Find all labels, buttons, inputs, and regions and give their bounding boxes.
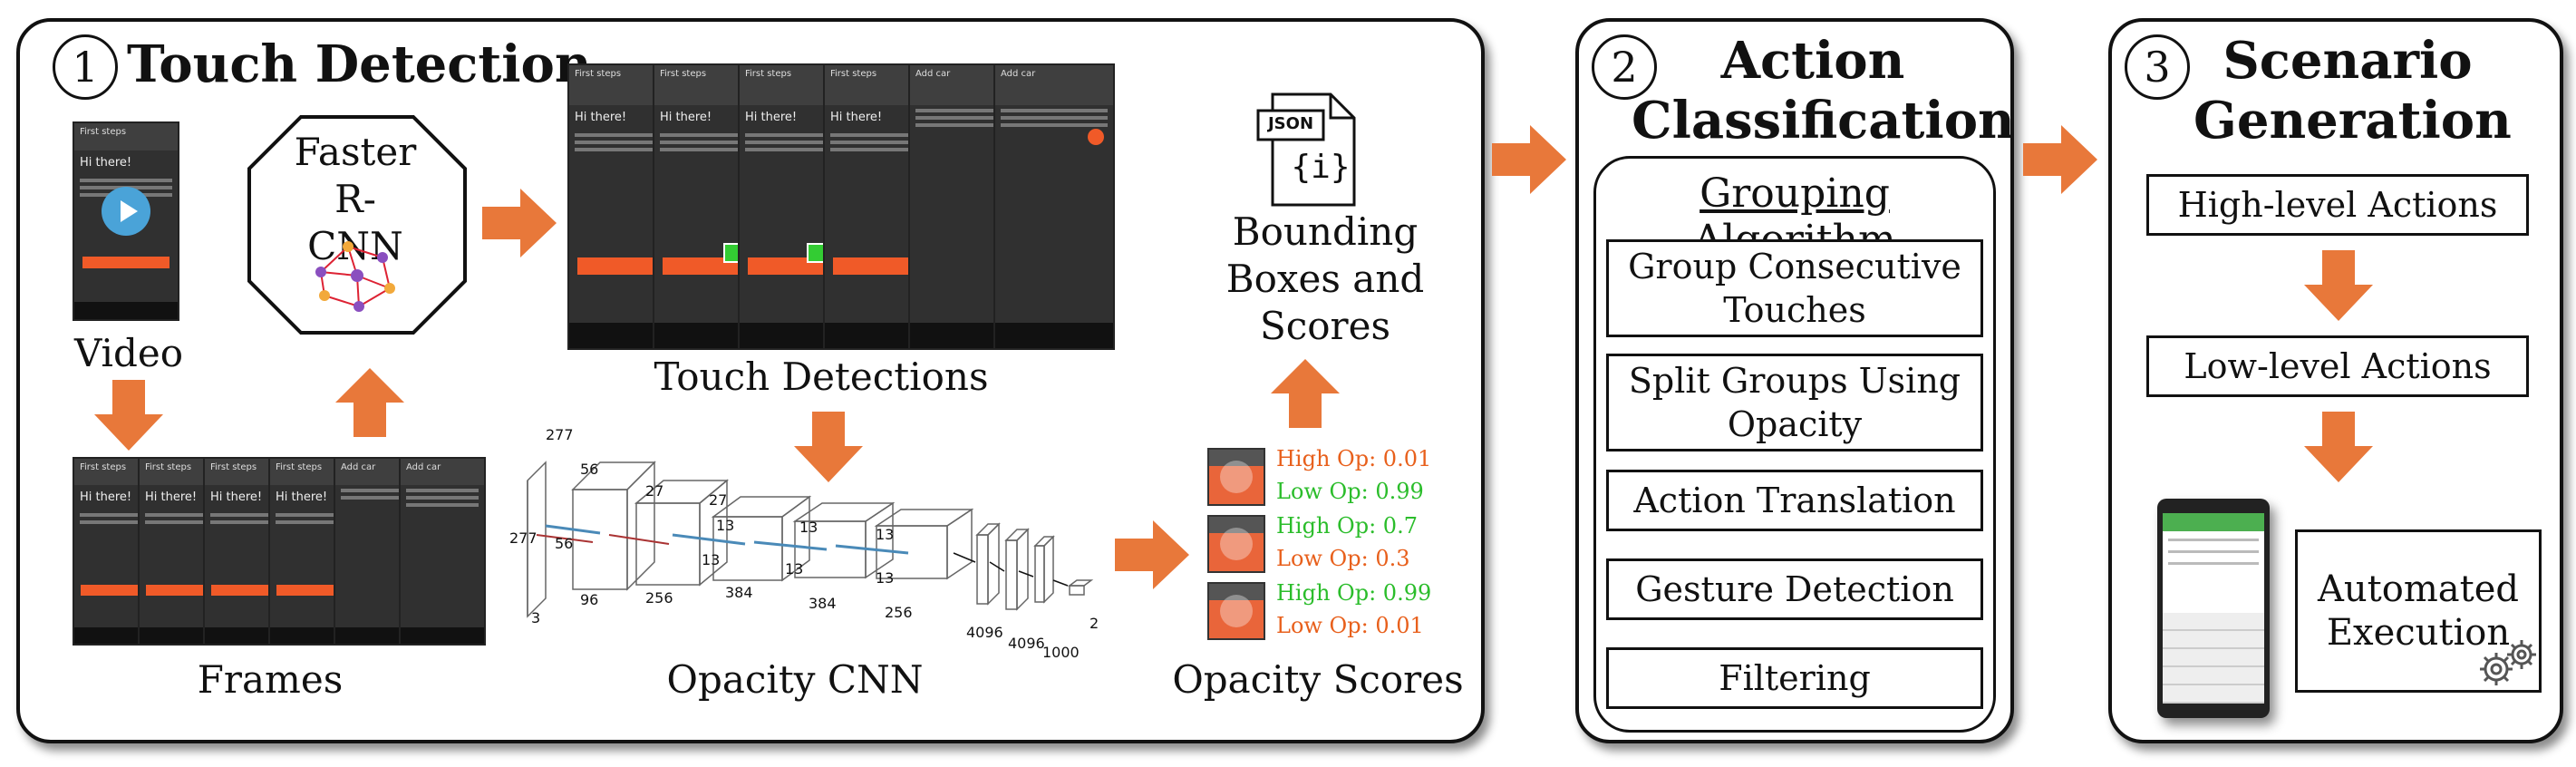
frames-label: Frames [197, 657, 344, 702]
android-device [2157, 499, 2270, 718]
step-gesture-detection: Gesture Detection [1606, 558, 1983, 620]
step-action-translation: Action Translation [1606, 470, 1983, 531]
neural-network-icon [315, 241, 395, 312]
step-number-1: 1 [53, 34, 118, 100]
action-classification-panel: 2 Action Classification Grouping Algorit… [1575, 18, 2015, 743]
video-phone-screenshot: First steps Hi there! [73, 121, 179, 321]
arrow-down-icon [794, 412, 863, 482]
faster-rcnn-label: Faster R-CNN [294, 130, 417, 268]
gears-icon [2480, 640, 2536, 685]
high-opacity-score: High Op: 0.01 [1276, 446, 1432, 471]
high-opacity-score: High Op: 0.7 [1276, 513, 1418, 539]
panel-title-touch-detection: Touch Detection [127, 34, 592, 94]
step-number-3: 3 [2125, 34, 2190, 100]
video-label: Video [73, 331, 184, 375]
arrow-right-icon [2023, 125, 2097, 194]
bounding-boxes-label: Bounding Boxes and Scores [1225, 209, 1425, 348]
phone-greeting: Hi there! [80, 156, 132, 170]
arrow-right-icon [482, 189, 557, 257]
step-filtering: Filtering [1606, 647, 1983, 709]
low-opacity-score: Low Op: 0.3 [1276, 546, 1410, 571]
opacity-thumbnail [1207, 582, 1265, 640]
automated-execution-box: Automated Execution [2295, 529, 2542, 693]
opacity-cnn-label: Opacity CNN [666, 657, 924, 702]
arrow-right-icon [1115, 520, 1189, 589]
step-split-groups: Split Groups Using Opacity [1606, 354, 1983, 451]
phone-app-bar: First steps [74, 123, 178, 151]
play-icon [102, 187, 150, 236]
opacity-cnn-diagram [527, 461, 1094, 618]
touch-detections-label: Touch Detections [654, 354, 989, 399]
arrow-up-icon [335, 368, 404, 437]
high-opacity-score: High Op: 0.99 [1276, 580, 1432, 606]
panel-title-action-classification: Action Classification [1632, 31, 2015, 150]
touch-detection-panel: 1 Touch Detection First steps Hi there! … [16, 18, 1485, 743]
arrow-down-icon [2304, 412, 2373, 482]
arrow-down-icon [2304, 250, 2373, 321]
json-file-glyph: {i} [1291, 149, 1351, 186]
step-group-consecutive-touches: Group Consecutive Touches [1606, 239, 1983, 337]
arrow-right-icon [1492, 125, 1566, 194]
faster-rcnn-octagon [247, 115, 467, 335]
json-file-icon [1256, 92, 1356, 207]
arrow-up-icon [1271, 359, 1340, 428]
scenario-generation-panel: 3 Scenario Generation High-level Actions… [2108, 18, 2563, 743]
low-opacity-score: Low Op: 0.01 [1276, 613, 1424, 638]
opacity-scores-label: Opacity Scores [1172, 657, 1464, 702]
json-file-label: JSON [1267, 114, 1314, 133]
opacity-thumbnail [1207, 515, 1265, 573]
high-level-actions-box: High-level Actions [2146, 174, 2529, 236]
low-opacity-score: Low Op: 0.99 [1276, 479, 1424, 504]
panel-title-scenario-generation: Scenario Generation [2193, 31, 2512, 150]
arrow-down-icon [94, 380, 163, 451]
low-level-actions-box: Low-level Actions [2146, 335, 2529, 397]
step-number-2: 2 [1592, 34, 1657, 100]
grouping-algorithm-box [1593, 156, 1996, 733]
opacity-thumbnail [1207, 448, 1265, 506]
